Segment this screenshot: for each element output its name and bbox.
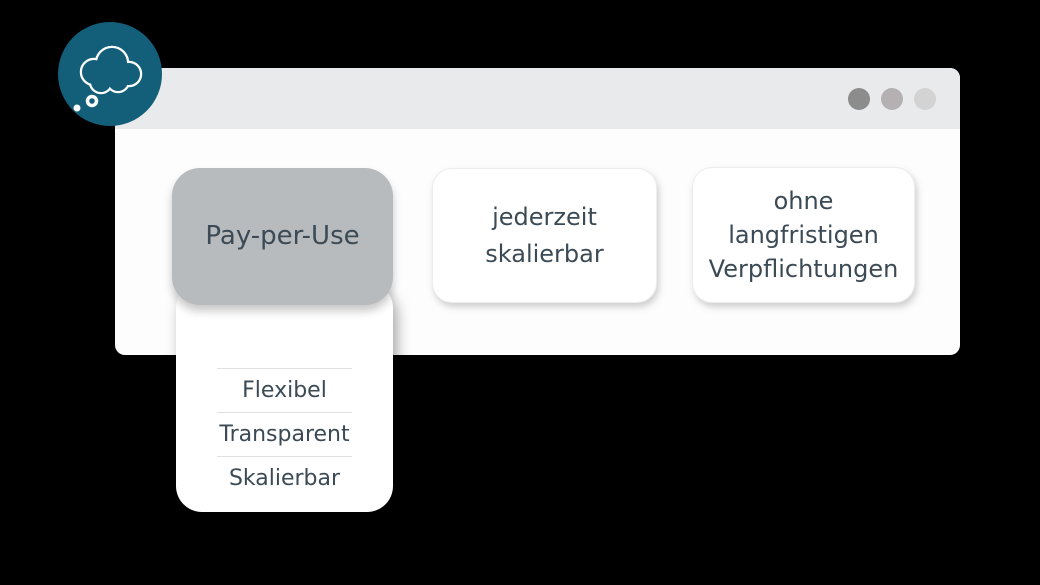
dropdown-item-flexibel[interactable]: Flexibel <box>242 378 327 403</box>
dropdown-item-transparent[interactable]: Transparent <box>219 422 350 447</box>
card-label-line: skalierbar <box>485 239 604 268</box>
card-label: Pay-per-Use <box>205 221 360 251</box>
divider <box>217 412 352 413</box>
card-ohne-verpflichtungen[interactable]: ohne langfristigen Verpflichtungen <box>692 167 915 303</box>
dropdown-item-skalierbar[interactable]: Skalierbar <box>228 466 341 491</box>
window-header <box>115 68 960 129</box>
card-label-line: Verpflichtungen <box>708 255 899 283</box>
card-jederzeit-skalierbar[interactable]: jederzeit skalierbar <box>432 168 657 303</box>
divider <box>217 368 352 369</box>
card-label-line: jederzeit <box>492 202 597 231</box>
thought-bubble-icon <box>73 45 143 112</box>
dropdown-panel: Flexibel Transparent Skalierbar <box>176 282 393 512</box>
window-control-dot-3[interactable] <box>914 87 936 110</box>
card-pay-per-use[interactable]: Pay-per-Use <box>172 168 393 305</box>
thought-bubble-badge <box>58 22 162 126</box>
card-label-line: langfristigen <box>728 221 879 249</box>
divider <box>217 456 352 457</box>
card-label-line: ohne <box>773 187 834 215</box>
window-controls <box>848 87 936 110</box>
window-control-dot-1[interactable] <box>848 87 870 110</box>
window-control-dot-2[interactable] <box>881 87 903 110</box>
